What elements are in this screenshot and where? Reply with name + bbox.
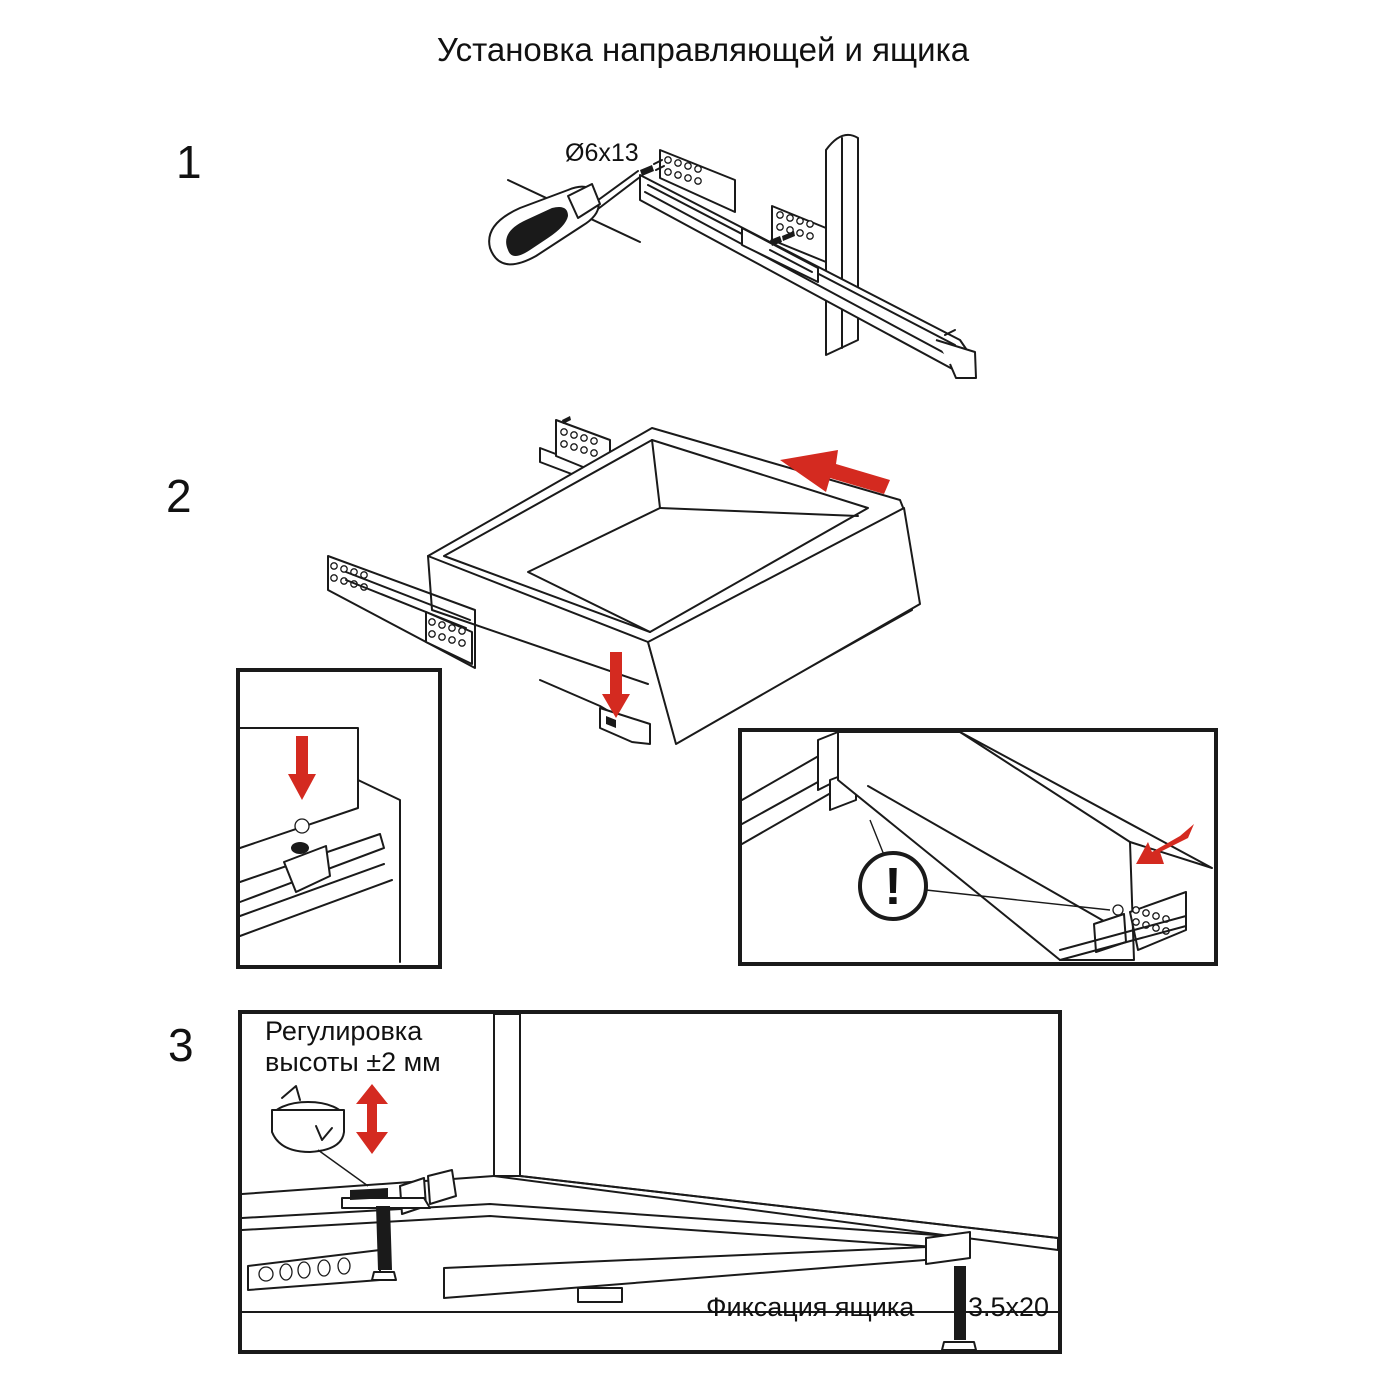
- step-3-number: 3: [168, 1019, 194, 1071]
- step-1: 1 Ø6x13: [176, 134, 977, 379]
- detail-inset-warning: !: [738, 728, 1218, 966]
- screw-icon: [350, 1188, 397, 1281]
- step-2: 2: [166, 416, 921, 745]
- cabinet-side-panel: [825, 134, 859, 356]
- step-2-number: 2: [166, 470, 192, 522]
- arrow-icon: [602, 450, 890, 718]
- drawer-box: [427, 427, 921, 745]
- screw-icon: [941, 1266, 977, 1351]
- rotate-icon: [271, 1085, 369, 1187]
- screwdriver-icon: [488, 170, 641, 266]
- screw-icon: [640, 159, 795, 246]
- height-adjust-label: Регулировка: [265, 1016, 423, 1046]
- warning-symbol: !: [884, 858, 901, 916]
- warning-icon: !: [858, 851, 928, 921]
- runner-mounting-plates: [659, 149, 827, 263]
- screw-size-label: Ø6x13: [565, 139, 639, 167]
- arrow-icon: [356, 1084, 388, 1154]
- front-runner: [327, 555, 476, 669]
- step-3: 3: [168, 1010, 1062, 1354]
- step-1-number: 1: [176, 136, 202, 188]
- fixing-screw-size: 3.5x20: [968, 1292, 1049, 1322]
- drawer-lock-clip: [599, 707, 651, 745]
- height-adjust-value: высоты ±2 мм: [265, 1047, 441, 1077]
- runner-bracket: [247, 1249, 381, 1291]
- fixing-label: Фиксация ящика: [706, 1292, 915, 1322]
- drawer-runner: [639, 174, 977, 379]
- page-title: Установка направляющей и ящика: [437, 31, 970, 68]
- detail-inset-clip: [236, 668, 442, 969]
